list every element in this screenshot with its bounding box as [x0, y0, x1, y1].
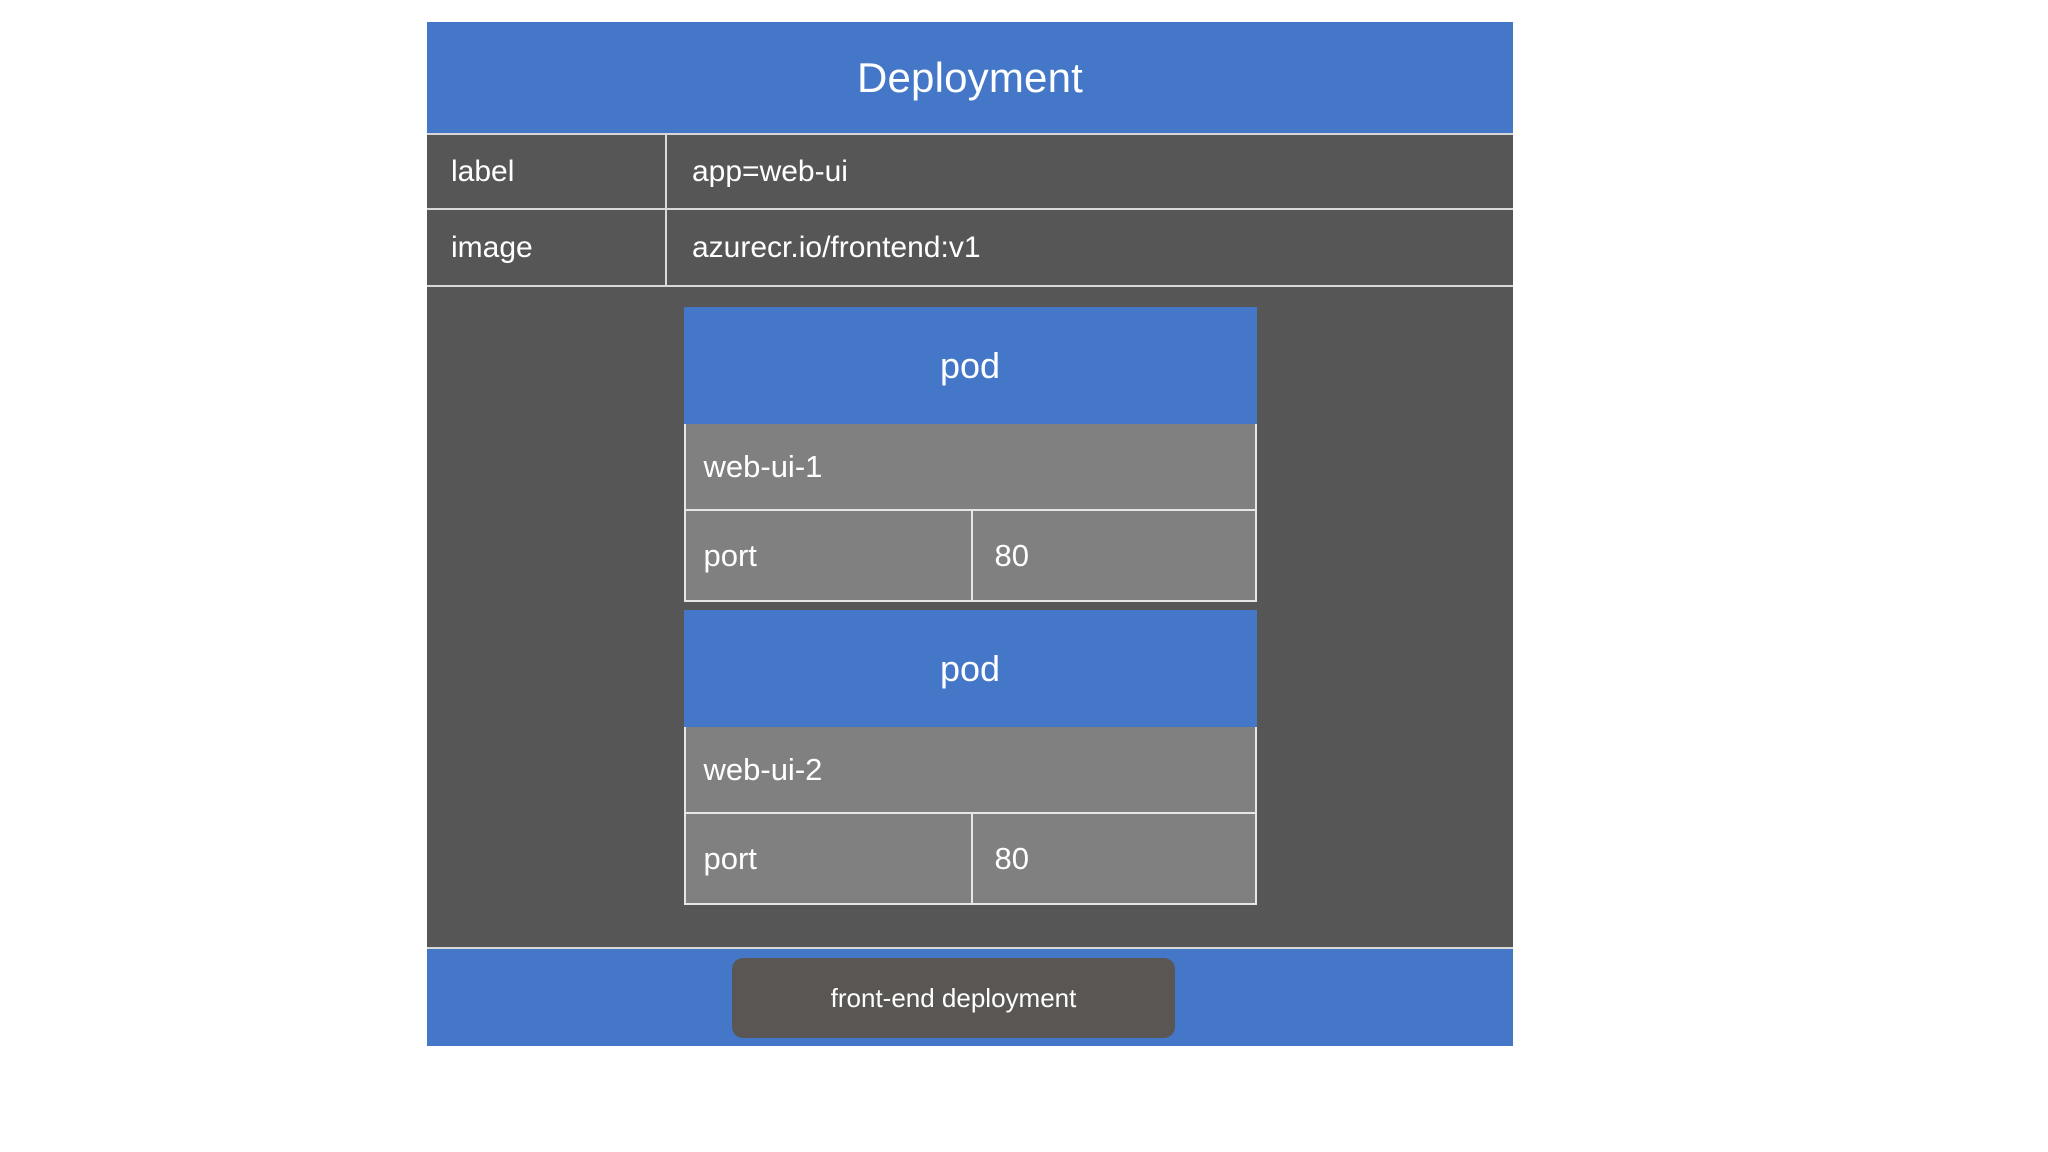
- deployment-card: Deployment label app=web-ui image azurec…: [427, 22, 1513, 1046]
- property-key-label: label: [427, 135, 667, 208]
- deployment-properties-table: label app=web-ui image azurecr.io/fronte…: [427, 133, 1513, 287]
- table-row: image azurecr.io/frontend:v1: [427, 210, 1513, 287]
- deployment-title: Deployment: [427, 22, 1513, 133]
- pod-port-value: 80: [994, 840, 1029, 876]
- pod-port-key: port: [686, 511, 973, 600]
- pod-header: pod: [683, 307, 1257, 424]
- pod-port-value: 80: [994, 537, 1029, 573]
- pod-card-web-ui-2: pod web-ui-2 port 80: [683, 610, 1257, 905]
- pod-header: pod: [683, 610, 1257, 727]
- table-row: port 80: [686, 511, 1255, 600]
- pod-card-web-ui-1: pod web-ui-1 port 80: [683, 307, 1257, 602]
- pod-name: web-ui-2: [685, 727, 1255, 814]
- property-value-label: app=web-ui: [692, 154, 848, 188]
- table-row: port 80: [686, 814, 1255, 903]
- table-row: label app=web-ui: [427, 133, 1513, 210]
- pod-body: web-ui-1 port 80: [683, 424, 1257, 602]
- property-key-image: image: [427, 210, 667, 285]
- pod-name: web-ui-1: [685, 424, 1255, 511]
- deployment-footer: front-end deployment: [427, 947, 1513, 1046]
- pod-body: web-ui-2 port 80: [683, 727, 1257, 905]
- pod-port-key: port: [686, 814, 973, 903]
- pods-region: pod web-ui-1 port 80 pod web-ui-2 port 8…: [427, 287, 1513, 947]
- property-value-image: azurecr.io/frontend:v1: [692, 230, 981, 264]
- deployment-caption-chip: front-end deployment: [732, 958, 1175, 1038]
